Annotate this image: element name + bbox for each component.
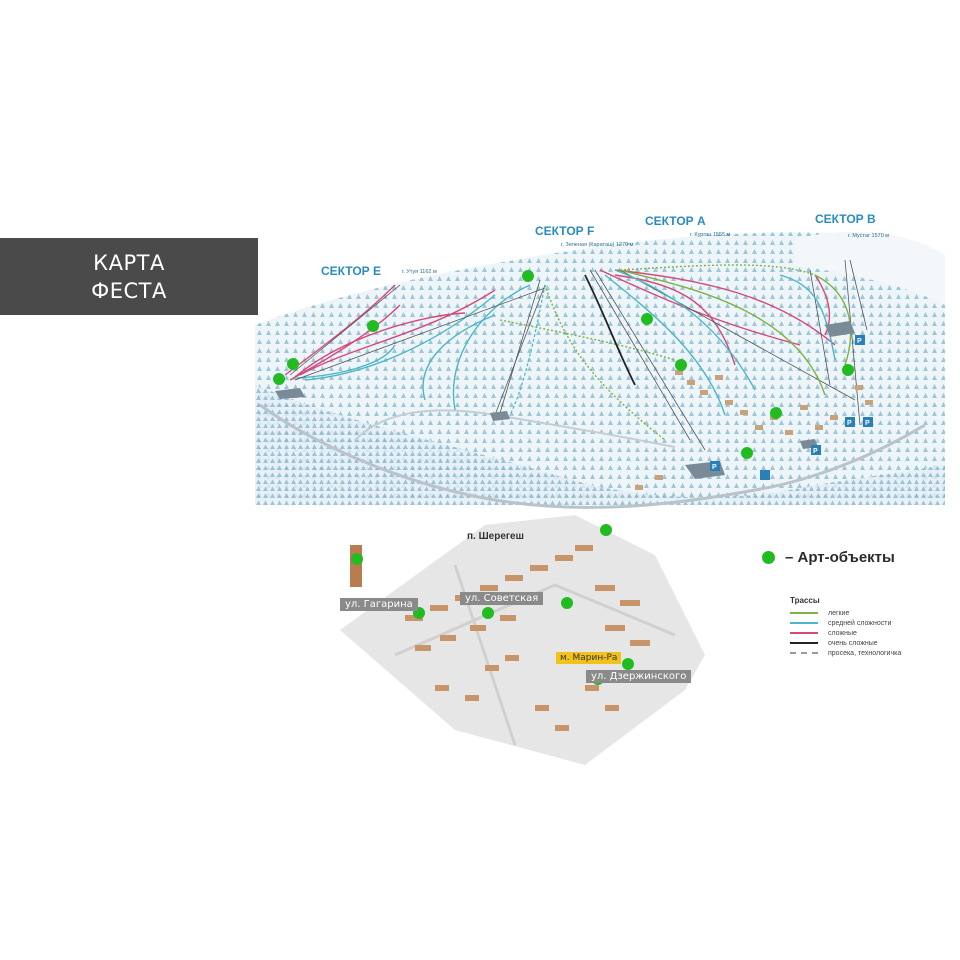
art-object-marker (561, 597, 573, 609)
snow-peak (795, 231, 945, 305)
trail-legend-row: легкие (790, 608, 901, 618)
lower-forest (255, 385, 945, 505)
parking-signs: P P P P P (710, 335, 873, 480)
trail-legend-label: легкие (828, 609, 850, 617)
art-object-marker (351, 553, 363, 565)
parking-label: P (847, 420, 852, 427)
sector-e-peak: г. Утуя 1162 м (402, 269, 437, 275)
sector-f-peak: г. Зеленая (Караташ) 1270 м (561, 242, 634, 248)
art-object-marker (287, 358, 299, 370)
map-title: КАРТА ФЕСТА (0, 238, 258, 315)
parking-label: P (813, 448, 818, 455)
sector-a-peak: г. Курган 1555 м (690, 232, 731, 238)
trail-swatch (790, 632, 818, 634)
art-object-marker (641, 313, 653, 325)
trail-legend-label: сложные (828, 629, 857, 637)
sector-e-label: СЕКТОР Е (321, 264, 381, 278)
sector-b-label: СЕКТОР В (815, 212, 876, 226)
sector-f-trails (494, 274, 676, 441)
art-object-legend-dot (762, 551, 775, 564)
marin-ra-label: м. Марин-Ра (556, 652, 622, 664)
parking-label: P (865, 420, 870, 427)
art-object-marker (522, 270, 534, 282)
sector-a-label: СЕКТОР А (645, 214, 706, 228)
street-dzerzhinskogo-label: ул. Дзержинского (586, 670, 692, 683)
map-title-line2: ФЕСТА (91, 278, 167, 303)
trail-legend-row: средней сложности (790, 618, 901, 628)
trail-legend-label: очень сложные (828, 639, 878, 647)
trails-legend-title: Трассы (790, 596, 820, 605)
street-sovetskaya-label: ул. Советская (460, 592, 544, 605)
art-objects-legend: – Арт-объекты (762, 549, 895, 566)
trail-swatch (790, 642, 818, 644)
sector-b-peak: г. Мустаг 1570 м (848, 233, 889, 239)
art-object-marker (741, 447, 753, 459)
art-objects-legend-label: – Арт-объекты (785, 549, 895, 566)
sector-f-label: СЕКТОР F (535, 224, 594, 238)
trail-swatch (790, 612, 818, 614)
art-object-marker (600, 524, 612, 536)
village-area (340, 515, 705, 765)
trail-legend-row: очень сложные (790, 638, 901, 648)
trails-legend: Трассы легкие средней сложности сложные … (790, 596, 901, 658)
trail-swatch (790, 652, 818, 654)
mountain-buildings (635, 370, 873, 490)
parking-label: P (857, 338, 862, 345)
trail-legend-row: просека, технологичка (790, 648, 901, 658)
trail-legend-label: средней сложности (828, 619, 892, 627)
art-object-marker (482, 607, 494, 619)
art-object-markers (273, 270, 854, 685)
sector-a-trails (589, 264, 856, 451)
art-object-marker (622, 658, 634, 670)
parking-label: P (712, 464, 717, 471)
mountain-road (259, 403, 926, 509)
art-object-marker (770, 407, 782, 419)
mountain-slope (255, 232, 945, 500)
resort-map: P P P P P СЕКТОР Е г. Утуя 1162 м СЕКТОР… (255, 212, 945, 765)
art-object-marker (675, 359, 687, 371)
art-object-marker (367, 320, 379, 332)
street-gagarina-label: ул. Гагарина (340, 598, 418, 611)
art-object-marker (273, 373, 285, 385)
trail-swatch (790, 622, 818, 624)
trail-legend-row: сложные (790, 628, 901, 638)
village-name: п. Шерегеш (467, 531, 524, 542)
art-object-marker (842, 364, 854, 376)
trail-legend-label: просека, технологичка (828, 649, 902, 657)
map-title-line1: КАРТА (93, 250, 165, 275)
sector-b-trails (779, 259, 868, 426)
